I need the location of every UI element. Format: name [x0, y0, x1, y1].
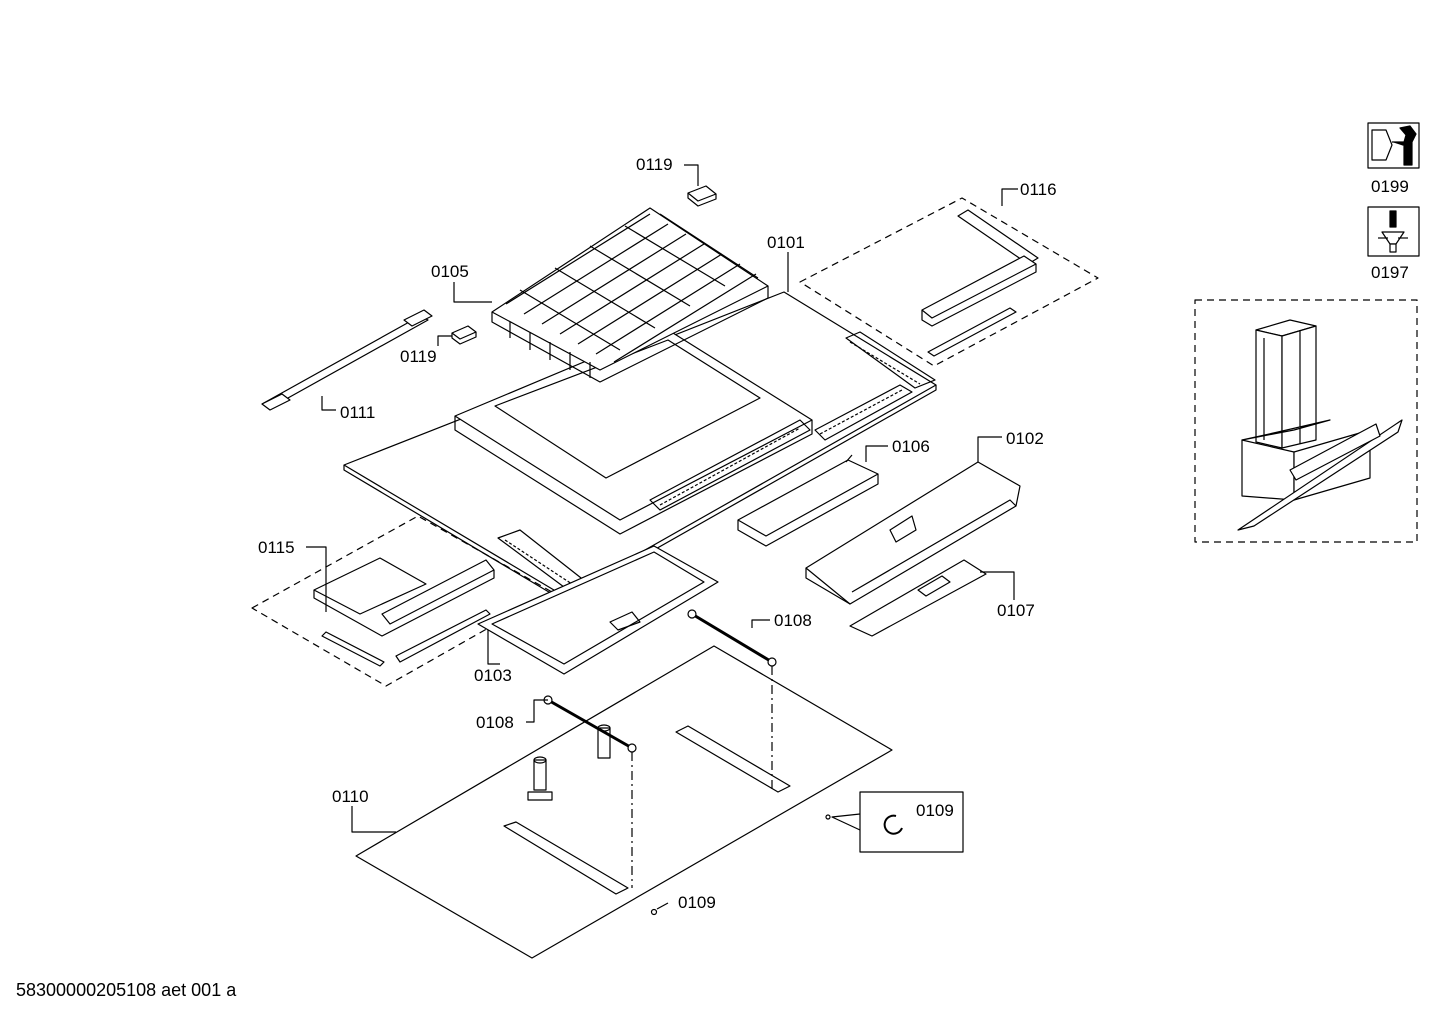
rail-part[interactable]	[261, 309, 433, 411]
screwdriver-icon[interactable]	[1367, 206, 1420, 257]
gas-strut-left[interactable]	[543, 695, 637, 753]
label-0106: 0106	[892, 437, 930, 456]
label-0119-mid: 0119	[400, 347, 437, 366]
label-0119-top: 0119	[636, 155, 673, 174]
label-0109-box: 0109	[916, 801, 954, 820]
profile-group-0115[interactable]	[251, 515, 553, 687]
drawing-id: 58300000205108 aet 001 a	[16, 980, 237, 1000]
label-0108-right: 0108	[774, 611, 812, 630]
profile-group-0116[interactable]	[799, 197, 1099, 367]
label-0102: 0102	[1006, 429, 1044, 448]
frame-part[interactable]	[477, 545, 719, 675]
leader-lines	[306, 164, 1018, 833]
label-0116: 0116	[1020, 180, 1057, 199]
circlip-detail-box[interactable]	[825, 791, 964, 853]
label-0110: 0110	[332, 787, 369, 806]
wrench-icon[interactable]	[1367, 122, 1420, 169]
label-0199: 0199	[1371, 177, 1409, 196]
label-0109-bottom: 0109	[678, 893, 716, 912]
bracket-plate-part[interactable]	[849, 559, 987, 637]
clip-part-top[interactable]	[687, 185, 717, 207]
lower-housing-part[interactable]	[805, 461, 1021, 605]
fan-housing-part[interactable]	[491, 207, 769, 383]
clip-part-mid[interactable]	[451, 325, 477, 345]
base-glass-plate[interactable]	[355, 645, 893, 959]
control-board-part[interactable]	[737, 454, 879, 547]
strut-alignment-lines	[631, 666, 773, 888]
label-0108-left: 0108	[476, 713, 514, 732]
label-0107: 0107	[997, 601, 1035, 620]
assembled-view-inset	[1194, 299, 1418, 543]
gas-strut-right[interactable]	[687, 609, 777, 667]
label-0103: 0103	[474, 666, 512, 685]
label-0197: 0197	[1371, 263, 1409, 282]
label-0111: 0111	[340, 403, 375, 422]
label-0101: 0101	[767, 233, 805, 252]
label-0115: 0115	[258, 538, 295, 557]
circlip-small[interactable]	[650, 902, 669, 916]
label-0105: 0105	[431, 262, 469, 281]
part-labels: 0119 0116 0101 0105 0119 0111 0106 0102 …	[258, 155, 1057, 912]
